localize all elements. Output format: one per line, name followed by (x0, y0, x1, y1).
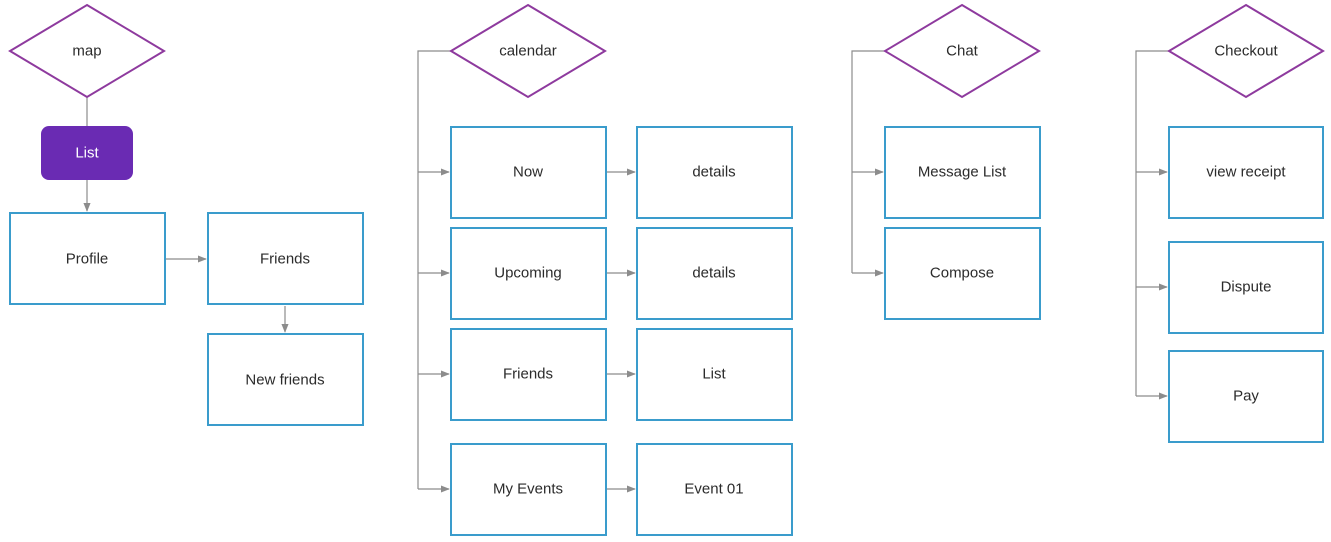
process-box-shape (1168, 126, 1324, 219)
flow-chat: Chat Message List Compose (883, 3, 1041, 320)
node-new-friends-label: New friends (245, 372, 324, 389)
node-friends-label: Friends (260, 251, 310, 268)
node-upcoming-label: Upcoming (494, 265, 562, 282)
decision-diamond-shape (449, 3, 607, 99)
process-box-shape (884, 227, 1041, 320)
connector-chat-trunk (851, 50, 886, 273)
process-box-shape (636, 227, 793, 320)
node-compose-label: Compose (930, 265, 994, 282)
flow-map: map List Profile Friends New friends (8, 3, 364, 426)
flow-calendar: calendar Now details Upcoming details Fr… (449, 3, 793, 536)
process-box-shape (450, 227, 607, 320)
decision-checkout-label: Checkout (1214, 43, 1278, 60)
flow-checkout: Checkout view receipt Dispute Pay (1167, 3, 1325, 443)
node-dispute[interactable]: Dispute (1168, 241, 1324, 334)
node-now[interactable]: Now (450, 126, 607, 219)
node-profile[interactable]: Profile (9, 212, 166, 305)
node-message-list[interactable]: Message List (884, 126, 1041, 219)
process-box-shape (207, 333, 364, 426)
process-box-shape (1168, 241, 1324, 334)
node-pay[interactable]: Pay (1168, 350, 1324, 443)
node-profile-label: Profile (66, 251, 109, 268)
decision-diamond-shape (8, 3, 166, 99)
node-upcoming-details[interactable]: details (636, 227, 793, 320)
process-box-shape (450, 126, 607, 219)
connector-calendar-trunk (417, 50, 452, 489)
node-now-label: Now (513, 164, 543, 181)
node-view-receipt[interactable]: view receipt (1168, 126, 1324, 219)
connectors (83, 50, 1170, 493)
decision-diamond-shape (1167, 3, 1325, 99)
process-box-shape (636, 328, 793, 421)
node-now-details-label: details (692, 164, 735, 181)
decision-map[interactable]: map (8, 3, 166, 99)
node-friends[interactable]: Friends (207, 212, 364, 305)
decision-map-label: map (72, 43, 101, 60)
process-box-shape (636, 443, 793, 536)
node-calendar-friends[interactable]: Friends (450, 328, 607, 421)
decision-diamond-shape (883, 3, 1041, 99)
node-list-label: List (75, 145, 99, 162)
node-my-events[interactable]: My Events (450, 443, 607, 536)
process-box-shape (9, 212, 166, 305)
process-box-shape (207, 212, 364, 305)
node-list[interactable]: List (41, 126, 133, 180)
node-view-receipt-label: view receipt (1206, 164, 1286, 181)
decision-calendar-label: calendar (499, 43, 557, 60)
node-compose[interactable]: Compose (884, 227, 1041, 320)
node-friends-list[interactable]: List (636, 328, 793, 421)
node-new-friends[interactable]: New friends (207, 333, 364, 426)
process-box-shape (636, 126, 793, 219)
connector-checkout-trunk (1135, 50, 1170, 396)
node-message-list-label: Message List (918, 164, 1007, 181)
decision-calendar[interactable]: calendar (449, 3, 607, 99)
node-friends-list-label: List (702, 366, 726, 383)
node-my-events-label: My Events (493, 481, 563, 498)
node-event-01[interactable]: Event 01 (636, 443, 793, 536)
decision-chat[interactable]: Chat (883, 3, 1041, 99)
node-pay-label: Pay (1233, 388, 1259, 405)
process-box-shape (450, 328, 607, 421)
node-upcoming[interactable]: Upcoming (450, 227, 607, 320)
process-box-shape (450, 443, 607, 536)
process-box-shape (884, 126, 1041, 219)
node-dispute-label: Dispute (1221, 279, 1272, 296)
decision-chat-label: Chat (946, 43, 979, 60)
node-event-01-label: Event 01 (684, 481, 743, 498)
node-upcoming-details-label: details (692, 265, 735, 282)
decision-checkout[interactable]: Checkout (1167, 3, 1325, 99)
highlighted-node-shape (41, 126, 133, 180)
node-calendar-friends-label: Friends (503, 366, 553, 383)
node-now-details[interactable]: details (636, 126, 793, 219)
process-box-shape (1168, 350, 1324, 443)
